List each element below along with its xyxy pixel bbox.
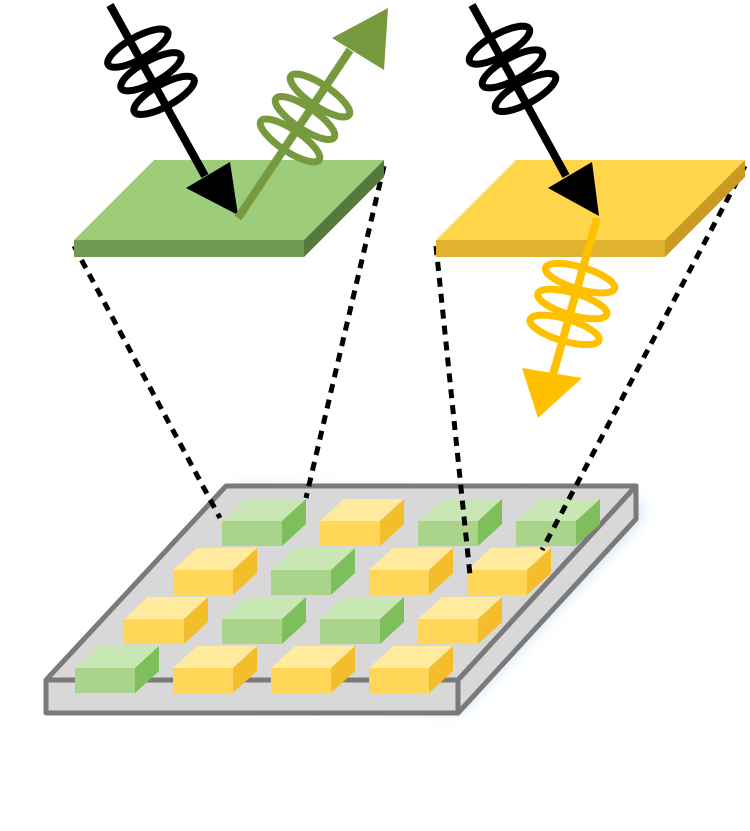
block-top-face bbox=[271, 646, 355, 668]
block-top-face bbox=[271, 548, 355, 570]
block-side-face bbox=[478, 597, 502, 644]
reflected-beam bbox=[234, 8, 388, 221]
block-front-face bbox=[516, 521, 576, 546]
block-green-r0-c0 bbox=[222, 499, 306, 546]
block-side-face bbox=[331, 548, 355, 595]
incident-arrow-right-head bbox=[548, 162, 599, 216]
block-front-face bbox=[173, 668, 233, 693]
incident-arrow-left-head bbox=[186, 162, 238, 215]
incident-arrow-right-shaft bbox=[468, 3, 570, 178]
block-top-face bbox=[369, 548, 453, 570]
transmitted-beam bbox=[522, 216, 619, 418]
block-top-face bbox=[369, 646, 453, 668]
transmitted-arrow-head bbox=[522, 368, 582, 418]
yellow-projection-right bbox=[539, 164, 748, 552]
yellow-plate-front bbox=[436, 240, 665, 257]
block-green-r2-c2 bbox=[320, 597, 404, 644]
block-top-face bbox=[418, 499, 502, 521]
block-yellow-r0-c1 bbox=[320, 499, 404, 546]
block-top-face bbox=[320, 597, 404, 619]
block-top-face bbox=[173, 646, 257, 668]
block-front-face bbox=[320, 521, 380, 546]
block-array bbox=[75, 499, 600, 693]
block-front-face bbox=[369, 570, 429, 595]
block-green-r3-c0 bbox=[75, 646, 159, 693]
block-front-face bbox=[467, 570, 527, 595]
block-side-face bbox=[429, 646, 453, 693]
block-front-face bbox=[124, 619, 184, 644]
polarization-helix-left bbox=[104, 25, 198, 118]
block-top-face bbox=[222, 597, 306, 619]
block-top-face bbox=[75, 646, 159, 668]
reflected-arrow-head bbox=[332, 8, 388, 70]
incident-beam-left bbox=[104, 3, 238, 215]
block-front-face bbox=[418, 619, 478, 644]
block-front-face bbox=[271, 668, 331, 693]
block-yellow-r1-c0 bbox=[173, 548, 257, 595]
block-top-face bbox=[516, 499, 600, 521]
block-yellow-r3-c1 bbox=[173, 646, 257, 693]
block-top-face bbox=[418, 597, 502, 619]
block-side-face bbox=[233, 646, 257, 693]
block-green-r0-c2 bbox=[418, 499, 502, 546]
block-side-face bbox=[282, 597, 306, 644]
block-yellow-r3-c2 bbox=[271, 646, 355, 693]
green-plate-side bbox=[304, 160, 384, 257]
block-side-face bbox=[576, 499, 600, 546]
block-front-face bbox=[369, 668, 429, 693]
block-top-face bbox=[320, 499, 404, 521]
incident-arrow-left-shaft bbox=[106, 3, 209, 178]
block-front-face bbox=[222, 619, 282, 644]
block-side-face bbox=[429, 548, 453, 595]
block-top-face bbox=[124, 597, 208, 619]
block-green-r2-c1 bbox=[222, 597, 306, 644]
polarization-helix-right bbox=[465, 22, 560, 116]
block-front-face bbox=[173, 570, 233, 595]
block-yellow-r1-c2 bbox=[369, 548, 453, 595]
polarization-helix-transmitted bbox=[526, 259, 619, 349]
polarization-helix-reflected bbox=[256, 70, 354, 166]
green-projection-right bbox=[303, 165, 387, 499]
block-yellow-r1-c3 bbox=[467, 548, 551, 595]
substrate-side bbox=[455, 483, 639, 716]
block-front-face bbox=[271, 570, 331, 595]
block-yellow-r3-c3 bbox=[369, 646, 453, 693]
block-top-face bbox=[222, 499, 306, 521]
block-side-face bbox=[380, 597, 404, 644]
yellow-plate-side bbox=[665, 160, 745, 257]
block-side-face bbox=[331, 646, 355, 693]
green-plate-front bbox=[74, 240, 304, 257]
transmitted-arrow-shaft bbox=[548, 216, 601, 380]
block-green-r1-c1 bbox=[271, 548, 355, 595]
block-side-face bbox=[478, 499, 502, 546]
block-side-face bbox=[184, 597, 208, 644]
block-front-face bbox=[320, 619, 380, 644]
block-yellow-r2-c0 bbox=[124, 597, 208, 644]
block-yellow-r2-c3 bbox=[418, 597, 502, 644]
block-front-face bbox=[418, 521, 478, 546]
block-top-face bbox=[173, 548, 257, 570]
block-green-r0-c3 bbox=[516, 499, 600, 546]
block-side-face bbox=[135, 646, 159, 693]
block-top-face bbox=[467, 548, 551, 570]
block-side-face bbox=[282, 499, 306, 546]
block-side-face bbox=[380, 499, 404, 546]
yellow-projection-left bbox=[433, 245, 473, 576]
block-front-face bbox=[75, 668, 135, 693]
incident-beam-right bbox=[465, 3, 599, 216]
green-projection-left bbox=[71, 244, 223, 520]
block-side-face bbox=[233, 548, 257, 595]
block-front-face bbox=[222, 521, 282, 546]
projection-lines bbox=[71, 164, 748, 576]
block-side-face bbox=[527, 548, 551, 595]
